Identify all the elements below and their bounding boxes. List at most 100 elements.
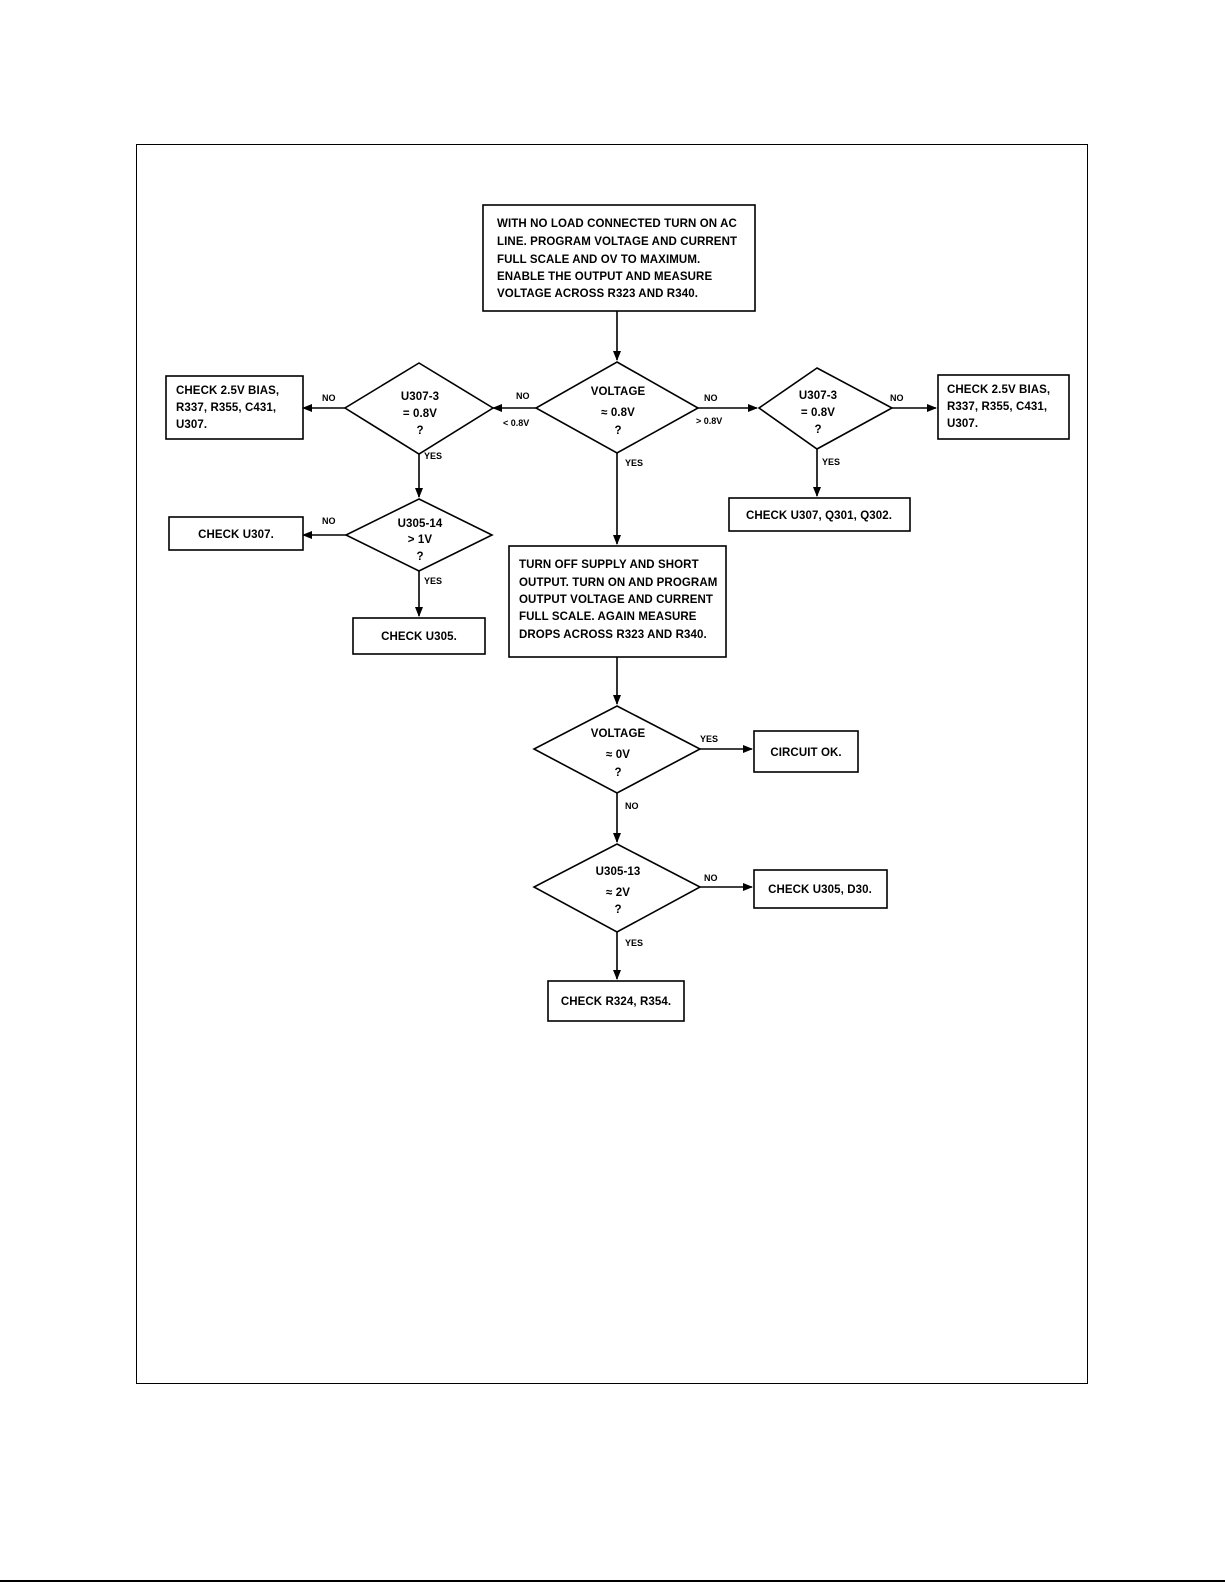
- start-line: VOLTAGE ACROSS R323 AND R340.: [497, 288, 698, 300]
- diagram-frame: [136, 144, 1088, 1384]
- box-line: CHECK U305.: [381, 631, 457, 643]
- edge-label-yes: YES: [822, 457, 840, 467]
- svg-text:?: ?: [416, 551, 423, 563]
- svg-text:U305-13: U305-13: [596, 866, 641, 878]
- svg-text:R337, R355, C431,: R337, R355, C431,: [176, 402, 276, 414]
- box-line: CHECK 2.5V BIAS,: [947, 384, 1050, 396]
- decision-line: U307-3: [799, 390, 837, 402]
- svg-text:CHECK U307.: CHECK U307.: [198, 529, 274, 541]
- edges: [302, 311, 937, 980]
- decision-line: VOLTAGE: [591, 728, 646, 740]
- box-line: OUTPUT VOLTAGE AND CURRENT: [519, 594, 713, 606]
- svg-text:CHECK U307, Q301, Q302.: CHECK U307, Q301, Q302.: [746, 510, 892, 522]
- svg-text:CHECK 2.5V BIAS,: CHECK 2.5V BIAS,: [947, 384, 1050, 396]
- svg-text:U307-3: U307-3: [401, 391, 439, 403]
- svg-text:≈ 0V: ≈ 0V: [606, 749, 630, 761]
- decision-line: ?: [416, 425, 423, 437]
- svg-text:CIRCUIT OK.: CIRCUIT OK.: [770, 747, 841, 759]
- edge-label-yes: YES: [424, 451, 442, 461]
- start-line: FULL SCALE AND OV TO MAXIMUM.: [497, 254, 700, 266]
- svg-text:ENABLE THE OUTPUT AND MEASURE: ENABLE THE OUTPUT AND MEASURE: [497, 271, 712, 283]
- left-check-bias-box: CHECK 2.5V BIAS, R337, R355, C431, U307.: [165, 375, 304, 440]
- svg-text:= 0.8V: = 0.8V: [403, 408, 437, 420]
- edge-label-yes: YES: [625, 458, 643, 468]
- u305-13-decision: U305-13 ≈ 2V ?: [532, 843, 702, 933]
- svg-text:DROPS ACROSS R323 AND R340.: DROPS ACROSS R323 AND R340.: [519, 629, 707, 641]
- decision-line: ≈ 0.8V: [601, 407, 635, 419]
- voltage-0-decision: VOLTAGE ≈ 0V ?: [532, 705, 702, 794]
- decision-line: > 1V: [408, 534, 433, 546]
- svg-text:VOLTAGE ACROSS R323 AND R340.: VOLTAGE ACROSS R323 AND R340.: [497, 288, 698, 300]
- decision-line: ≈ 0V: [606, 749, 630, 761]
- check-u305-box: CHECK U305.: [352, 617, 486, 655]
- decision-line: U305-14: [398, 518, 443, 530]
- decision-line: = 0.8V: [801, 407, 835, 419]
- svg-text:U305-14: U305-14: [398, 518, 443, 530]
- start-line: WITH NO LOAD CONNECTED TURN ON AC: [497, 218, 737, 230]
- svg-text:≈ 0.8V: ≈ 0.8V: [601, 407, 635, 419]
- u305-14-decision: U305-14 > 1V ?: [344, 498, 494, 572]
- box-line: CHECK U307.: [198, 529, 274, 541]
- edge-label-no: NO: [516, 391, 530, 401]
- box-line: CIRCUIT OK.: [770, 747, 841, 759]
- decision-line: = 0.8V: [403, 408, 437, 420]
- voltage-decision: VOLTAGE ≈ 0.8V ?: [534, 361, 700, 454]
- box-line: CHECK R324, R354.: [561, 996, 671, 1008]
- start-line: ENABLE THE OUTPUT AND MEASURE: [497, 271, 712, 283]
- svg-text:= 0.8V: = 0.8V: [801, 407, 835, 419]
- page-bottom-rule: [0, 1580, 1225, 1582]
- edge-label-no: NO: [625, 801, 639, 811]
- edge-label-yes: YES: [700, 734, 718, 744]
- check-u307-q-box: CHECK U307, Q301, Q302.: [728, 497, 911, 532]
- edge-label-no: NO: [322, 516, 336, 526]
- decision-line: ?: [614, 904, 621, 916]
- box-line: OUTPUT. TURN ON AND PROGRAM: [519, 577, 717, 589]
- start-line: LINE. PROGRAM VOLTAGE AND CURRENT: [497, 236, 737, 248]
- decision-line: VOLTAGE: [591, 386, 646, 398]
- edge-label-less: < 0.8V: [503, 418, 529, 428]
- svg-text:U307-3: U307-3: [799, 390, 837, 402]
- right-check-bias-box: CHECK 2.5V BIAS, R337, R355, C431, U307.: [937, 374, 1070, 440]
- box-line: CHECK U305, D30.: [768, 884, 872, 896]
- svg-text:LINE. PROGRAM VOLTAGE AND CURR: LINE. PROGRAM VOLTAGE AND CURRENT: [497, 236, 737, 248]
- svg-text:CHECK 2.5V BIAS,: CHECK 2.5V BIAS,: [176, 385, 279, 397]
- svg-text:FULL SCALE AND OV TO MAXIMUM.: FULL SCALE AND OV TO MAXIMUM.: [497, 254, 700, 266]
- svg-text:CHECK U305, D30.: CHECK U305, D30.: [768, 884, 872, 896]
- edge-label-no: NO: [890, 393, 904, 403]
- svg-text:U307.: U307.: [176, 419, 207, 431]
- svg-text:VOLTAGE: VOLTAGE: [591, 728, 646, 740]
- start-box: WITH NO LOAD CONNECTED TURN ON AC LINE. …: [482, 204, 756, 312]
- edge-label-no: NO: [704, 393, 718, 403]
- box-line: R337, R355, C431,: [947, 401, 1047, 413]
- svg-text:≈ 2V: ≈ 2V: [606, 887, 630, 899]
- box-line: FULL SCALE. AGAIN MEASURE: [519, 611, 697, 623]
- decision-line: U305-13: [596, 866, 641, 878]
- box-line: DROPS ACROSS R323 AND R340.: [519, 629, 707, 641]
- decision-line: U307-3: [401, 391, 439, 403]
- decision-line: ≈ 2V: [606, 887, 630, 899]
- edge-label-no: NO: [704, 873, 718, 883]
- box-line: CHECK U307, Q301, Q302.: [746, 510, 892, 522]
- svg-text:VOLTAGE: VOLTAGE: [591, 386, 646, 398]
- box-line: R337, R355, C431,: [176, 402, 276, 414]
- decision-line: ?: [416, 551, 423, 563]
- edge-label-yes: YES: [625, 938, 643, 948]
- box-line: U307.: [176, 419, 207, 431]
- svg-text:OUTPUT VOLTAGE AND CURRENT: OUTPUT VOLTAGE AND CURRENT: [519, 594, 713, 606]
- svg-text:?: ?: [814, 424, 821, 436]
- edge-label-group: NO < 0.8V NO YES NO YES YES NO > 0.8V NO…: [322, 391, 904, 948]
- svg-text:CHECK R324, R354.: CHECK R324, R354.: [561, 996, 671, 1008]
- svg-text:?: ?: [614, 425, 621, 437]
- short-output-box: TURN OFF SUPPLY AND SHORT OUTPUT. TURN O…: [508, 545, 727, 658]
- svg-text:TURN OFF SUPPLY AND SHORT: TURN OFF SUPPLY AND SHORT: [519, 559, 699, 571]
- check-r324-box: CHECK R324, R354.: [547, 980, 685, 1022]
- svg-text:?: ?: [614, 767, 621, 779]
- svg-text:CHECK U305.: CHECK U305.: [381, 631, 457, 643]
- edge-label-yes: YES: [424, 576, 442, 586]
- svg-text:?: ?: [416, 425, 423, 437]
- svg-text:FULL SCALE. AGAIN MEASURE: FULL SCALE. AGAIN MEASURE: [519, 611, 697, 623]
- box-line: U307.: [947, 418, 978, 430]
- decision-line: ?: [614, 425, 621, 437]
- box-line: CHECK 2.5V BIAS,: [176, 385, 279, 397]
